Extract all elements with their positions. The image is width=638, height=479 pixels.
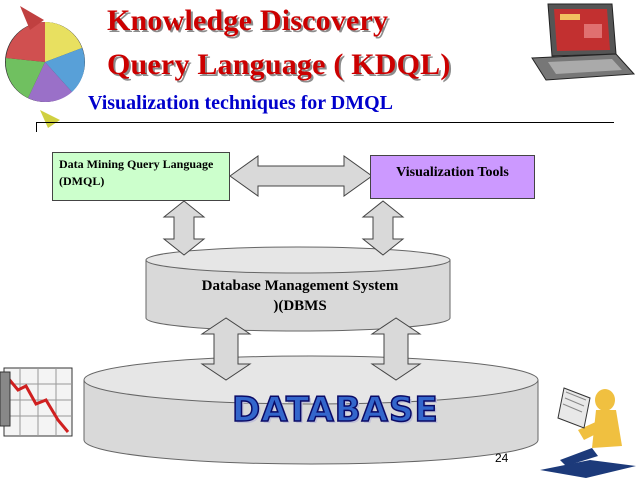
reading-person-icon bbox=[540, 387, 636, 478]
page-number: 24 bbox=[495, 451, 509, 465]
dmql-box: Data Mining Query Language (DMQL) bbox=[52, 152, 230, 201]
slide-subtitle: Visualization techniques for DMQL bbox=[88, 92, 394, 114]
horizontal-double-arrow bbox=[229, 155, 373, 197]
database-label: DATABASE bbox=[231, 389, 439, 431]
laptop-icon bbox=[531, 3, 636, 81]
dbms-label-line2: )(DBMS bbox=[273, 298, 327, 314]
declining-chart-icon bbox=[0, 367, 73, 437]
dbms-label: Database Management System )(DBMS bbox=[150, 276, 450, 316]
vertical-double-arrow-right-upper bbox=[361, 200, 405, 256]
vertical-double-arrow-right-lower bbox=[370, 317, 422, 381]
dbms-cylinder bbox=[145, 246, 451, 332]
title-divider-tick bbox=[36, 122, 37, 132]
visualization-tools-box: Visualization Tools bbox=[370, 155, 535, 199]
dbms-label-line1: Database Management System bbox=[201, 278, 399, 294]
database-cylinder bbox=[83, 355, 539, 465]
vertical-double-arrow-left-upper bbox=[162, 200, 206, 256]
slide-title-line2: Query Language ( KDQL) bbox=[107, 48, 451, 81]
vertical-double-arrow-left-lower bbox=[200, 317, 252, 381]
title-divider bbox=[36, 122, 614, 123]
pie-chart-icon bbox=[5, 6, 85, 128]
slide-title-line1: Knowledge Discovery bbox=[107, 4, 389, 37]
